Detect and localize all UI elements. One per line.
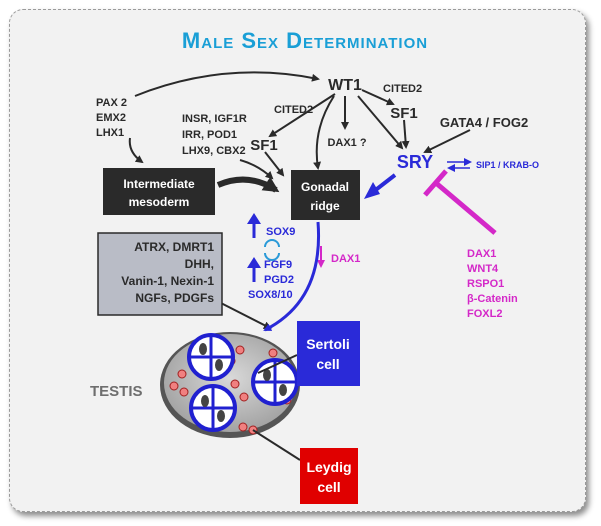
dax1-question-node: DAX1 ? (327, 137, 366, 149)
insr-factor-list: INSR, IGF1R IRR, POD1 LHX9, CBX2 (182, 113, 247, 157)
inhibitor-item: β-Catenin (467, 293, 518, 305)
arrow-gata4-to-sry (423, 129, 471, 153)
sertoli-pointer (257, 354, 298, 374)
arrow-wt1-to-sf1-right (361, 89, 395, 106)
gata4-fog2-node: GATA4 / FOG2 (440, 115, 528, 130)
wt1-node: WT1 (328, 77, 362, 94)
inhibitor-item: WNT4 (467, 263, 499, 275)
cited2-right-label: CITED2 (383, 83, 422, 95)
inhibitor-item: RSPO1 (467, 278, 504, 290)
arrow-insr-to-gonadal (239, 159, 274, 180)
inhibitor-item: FOXL2 (467, 308, 502, 320)
inhibition-of-sry (423, 169, 497, 235)
factor-line: NGFs, PDGFs (135, 291, 214, 305)
blue-factor: FGF9 (264, 259, 292, 271)
blue-factor: PGD2 (264, 274, 294, 286)
arrow-factors-to-testis (214, 299, 272, 329)
sertoli-line: cell (316, 356, 339, 372)
pax-item: EMX2 (96, 112, 126, 124)
mesoderm-line: Intermediate (123, 177, 195, 191)
arrow-mesoderm-to-gonadal (216, 176, 280, 193)
blue-factor: SOX8/10 (248, 289, 293, 301)
sf1-right-node: SF1 (390, 105, 418, 122)
arrow-pax-to-wt1 (134, 71, 320, 97)
blue-factor-list: SOX9 FGF9 PGD2 SOX8/10 (248, 226, 295, 301)
testis-label: TESTIS (90, 383, 143, 400)
leydig-cell-box: Leydig cell (300, 448, 358, 504)
arrow-pax-to-mesoderm (128, 137, 144, 164)
factor-line: ATRX, DMRT1 (134, 240, 214, 254)
sf1-left-node: SF1 (250, 137, 278, 154)
blue-factor: SOX9 (266, 226, 295, 238)
arrow-wt1-to-sry (357, 95, 404, 150)
insr-item: INSR, IGF1R (182, 113, 247, 125)
dax1-down-label: DAX1 (331, 253, 360, 265)
up-arrow-pgd2 (247, 257, 261, 282)
arrow-sf1-to-gonadal (264, 151, 285, 177)
gonadal-line: ridge (310, 199, 340, 213)
sertoli-cell-box: Sertoli cell (297, 321, 360, 386)
up-arrow-sox9 (247, 213, 261, 238)
testis-factor-box: ATRX, DMRT1 DHH, Vanin-1, Nexin-1 NGFs, … (97, 232, 223, 316)
gonadal-line: Gonadal (301, 180, 349, 194)
sry-node: SRY (397, 152, 433, 172)
inhibitor-list: DAX1 WNT4 RSPO1 β-Catenin FOXL2 (467, 248, 518, 320)
diagram-title: Male Sex Determination (182, 28, 428, 53)
arrow-gonadal-to-testis (263, 221, 321, 332)
arrow-sf1-to-sry (401, 119, 410, 149)
sertoli-line: Sertoli (306, 336, 350, 352)
cited2-left-label: CITED2 (274, 104, 313, 116)
pax-factor-list: PAX 2 EMX2 LHX1 (96, 97, 127, 139)
sip1-krab-label: SIP1 / KRAB-O (476, 160, 539, 170)
regulation-arrows (128, 71, 471, 329)
arrow-wt1-to-sf1-left (268, 93, 336, 138)
arrow-sry-to-gonadal (364, 173, 397, 199)
leydig-pointer (252, 429, 301, 461)
sip1-krab-exchange-arrows (447, 158, 472, 172)
pax-item: PAX 2 (96, 97, 127, 109)
intermediate-mesoderm-box: Intermediate mesoderm (103, 168, 215, 215)
pax-item: LHX1 (96, 127, 124, 139)
gonadal-ridge-box: Gonadal ridge (291, 170, 360, 220)
inhibitor-item: DAX1 (467, 248, 496, 260)
factor-line: Vanin-1, Nexin-1 (121, 274, 214, 288)
arrow-wt1-to-gonadal (313, 95, 335, 170)
mesoderm-line: mesoderm (129, 195, 190, 209)
factor-line: DHH, (185, 257, 214, 271)
testis-illustration (160, 332, 300, 438)
leydig-line: cell (317, 479, 340, 495)
leydig-line: Leydig (306, 459, 351, 475)
insr-item: IRR, POD1 (182, 129, 237, 141)
insr-item: LHX9, CBX2 (182, 145, 246, 157)
sox9-fgf9-loop-icon (264, 239, 280, 261)
